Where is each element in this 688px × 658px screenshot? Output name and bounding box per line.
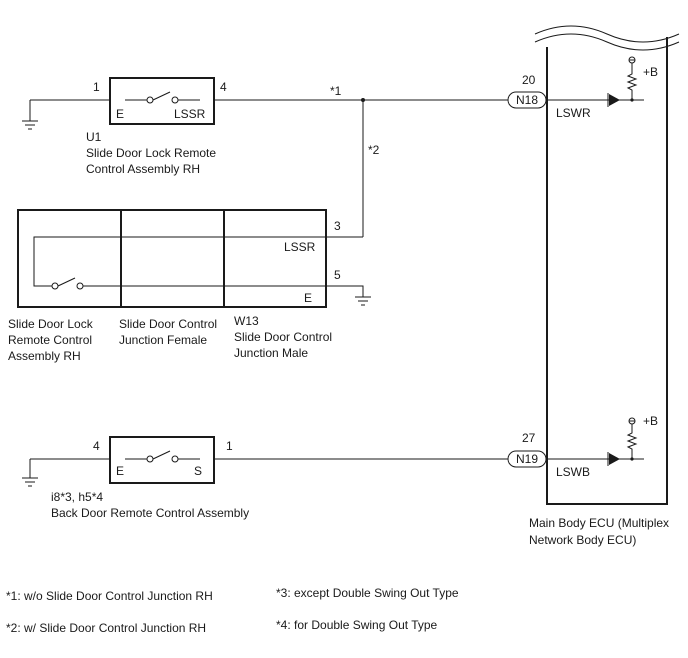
connector-n18-pin: 20 xyxy=(522,73,536,87)
connector-n18: N18 xyxy=(507,91,547,109)
wire-note-2: *2 xyxy=(368,143,380,157)
ecu-supply-label-2: +B xyxy=(643,414,658,428)
ecu-input-circuit-lswb xyxy=(547,417,644,466)
switch-u1-box xyxy=(109,77,215,125)
switch-back-pin-4: 4 xyxy=(93,439,100,453)
ecu-name-line2: Network Body ECU) xyxy=(529,533,636,547)
junction-part1-line1: Slide Door Lock xyxy=(8,317,94,331)
junction-part3-line2: Junction Male xyxy=(234,346,308,360)
note-2: *2: w/ Slide Door Control Junction RH xyxy=(6,621,206,635)
diode-icon xyxy=(609,453,620,465)
note-1: *1: w/o Slide Door Control Junction RH xyxy=(6,589,213,603)
switch-u1-term-lssr: LSSR xyxy=(174,107,206,121)
main-body-ecu xyxy=(534,25,680,505)
connector-n18-label: N18 xyxy=(516,93,538,107)
ecu-supply-label-1: +B xyxy=(643,65,658,79)
junction-internal-wiring xyxy=(33,236,364,297)
switch-back-name: Back Door Remote Control Assembly xyxy=(51,506,249,520)
switch-back-code: i8*3, h5*4 xyxy=(51,490,103,504)
junction-part1-line3: Assembly RH xyxy=(8,349,81,363)
junction-part3-line1: Slide Door Control xyxy=(234,330,332,344)
note-4: *4: for Double Swing Out Type xyxy=(276,618,438,632)
switch-u1-pin-1: 1 xyxy=(93,80,100,94)
junction-part2-line1: Slide Door Control xyxy=(119,317,217,331)
ecu-input-circuit-lswr xyxy=(547,56,644,107)
switch-u1-code: U1 xyxy=(86,130,102,144)
junction-term-lssr: LSSR xyxy=(284,240,316,254)
ground-symbol-u1 xyxy=(22,99,110,130)
junction-term-e: E xyxy=(304,291,312,305)
switch-u1-name-line1: Slide Door Lock Remote xyxy=(86,146,216,160)
switch-u1-term-e: E xyxy=(116,107,124,121)
switch-u1-contact-icon xyxy=(125,91,200,104)
ecu-terminal-lswb: LSWB xyxy=(556,465,590,479)
switch-u1-pin-4: 4 xyxy=(220,80,227,94)
note-3: *3: except Double Swing Out Type xyxy=(276,586,459,600)
junction-part3-code: W13 xyxy=(234,314,259,328)
junction-assembly-box xyxy=(17,209,327,308)
ecu-name-line1: Main Body ECU (Multiplex xyxy=(529,516,669,530)
connector-n19-pin: 27 xyxy=(522,431,536,445)
switch-back-pin-1: 1 xyxy=(226,439,233,453)
diode-icon xyxy=(609,94,620,106)
junction-part1-line2: Remote Control xyxy=(8,333,92,347)
switch-back-term-s: S xyxy=(194,464,202,478)
ecu-terminal-lswr: LSWR xyxy=(556,106,591,120)
ground-symbol-back xyxy=(22,458,110,487)
junction-part2-line2: Junction Female xyxy=(119,333,207,347)
junction-pin-3: 3 xyxy=(334,219,341,233)
ground-symbol-junction xyxy=(355,296,371,306)
switch-back-term-e: E xyxy=(116,464,124,478)
switch-back-contact-icon xyxy=(125,450,200,463)
junction-pin-5: 5 xyxy=(334,268,341,282)
connector-n19-label: N19 xyxy=(516,452,538,466)
switch-u1-name-line2: Control Assembly RH xyxy=(86,162,200,176)
wire-note-1: *1 xyxy=(330,84,342,98)
connector-n19: N19 xyxy=(507,450,547,468)
switch-back-box xyxy=(109,436,215,484)
